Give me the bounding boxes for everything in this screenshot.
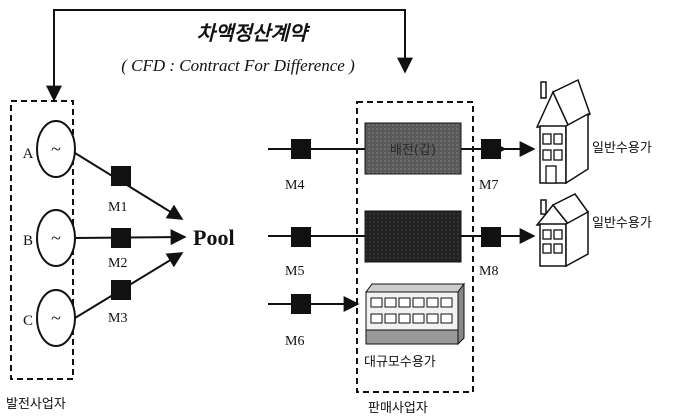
cfd-subtitle: ( CFD : Contract For Difference ) xyxy=(121,56,355,75)
meter-m8 xyxy=(481,227,501,247)
meter-m2-label: M2 xyxy=(108,256,127,271)
meter-m3-label: M3 xyxy=(108,311,127,326)
consumer-2-label: 일반수용가 xyxy=(592,216,652,231)
house-2-icon xyxy=(537,194,588,266)
large-consumer-building xyxy=(366,284,464,344)
meter-m6 xyxy=(291,294,311,314)
generator-a: ~ A xyxy=(23,121,75,177)
generator-c: ~ C xyxy=(23,290,75,346)
meter-m5 xyxy=(291,227,311,247)
generator-b-label: B xyxy=(23,233,33,249)
distribution-box-2 xyxy=(365,211,461,262)
retailers-group-label: 판매사업자 xyxy=(368,401,428,416)
meter-m6-label: M6 xyxy=(285,334,304,349)
generator-b: ~ B xyxy=(23,210,75,266)
large-consumer-label: 대규모수용가 xyxy=(364,355,436,370)
meter-m2 xyxy=(111,228,131,248)
meter-m4 xyxy=(291,139,311,159)
generator-b-symbol: ~ xyxy=(51,228,61,248)
meter-m8-label: M8 xyxy=(479,264,498,279)
generator-c-label: C xyxy=(23,313,33,329)
meter-m1-label: M1 xyxy=(108,200,127,215)
meter-m4-label: M4 xyxy=(285,178,304,193)
pool-label: Pool xyxy=(193,225,235,250)
distribution-box-1-text: 배전(갑) xyxy=(390,143,436,158)
meter-m1 xyxy=(111,166,131,186)
generator-a-label: A xyxy=(23,146,34,162)
generator-c-symbol: ~ xyxy=(51,308,61,328)
generators-group-label: 발전사업자 xyxy=(6,397,66,412)
meter-m7 xyxy=(481,139,501,159)
meter-m3 xyxy=(111,280,131,300)
house-1-icon xyxy=(537,80,590,183)
generator-a-symbol: ~ xyxy=(51,139,61,159)
cfd-title: 차액정산계약 xyxy=(197,23,311,45)
meter-m5-label: M5 xyxy=(285,264,304,279)
meter-m7-label: M7 xyxy=(479,178,498,193)
consumer-1-label: 일반수용가 xyxy=(592,141,652,156)
